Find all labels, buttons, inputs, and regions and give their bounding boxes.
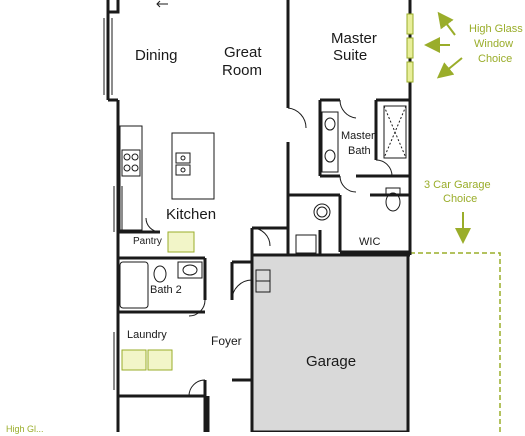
door-swings [145,99,393,397]
room-great-room-line1: Great [224,44,262,61]
callout-car-garage-line1: 3 Car Garage [424,179,491,191]
room-wic: WIC [359,236,381,248]
room-bath2: Bath 2 [150,284,182,296]
garage-floor [250,253,410,432]
garage-entry-steps [255,269,271,293]
kitchen-island [171,132,215,200]
high-glass-windows [406,13,414,83]
callout-car-garage-line2: Choice [443,193,478,205]
callout-high-glass-line3: Choice [478,53,513,65]
west-windows [103,18,123,390]
laundry-appliances [121,349,173,371]
callout-bottom-partial: High Gl... [6,424,44,434]
callout-high-glass-line1: High Glass [469,23,523,35]
utility-fixtures [295,203,331,254]
room-pantry: Pantry [133,236,162,247]
room-master-bath-line1: Master [341,130,375,142]
room-master-suite-line2: Suite [333,47,368,64]
callout-arrows [424,11,471,244]
room-laundry: Laundry [127,329,167,341]
pantry-shelving-option [167,231,195,253]
top-arrow-icon [156,0,168,8]
room-master-bath-line2: Bath [348,145,371,157]
room-kitchen: Kitchen [166,206,217,223]
callout-high-glass-line2: Window [474,38,514,50]
room-great-room-line2: Room [222,62,263,79]
bath2-fixtures [119,261,203,309]
kitchen-counter [119,125,143,231]
room-master-suite-line1: Master [331,30,377,47]
walls [106,0,412,432]
room-dining: Dining [135,47,178,64]
room-foyer: Foyer [211,334,242,348]
master-bath-fixtures [321,105,407,212]
third-car-garage-option-outline [410,252,501,432]
room-garage: Garage [306,353,357,370]
